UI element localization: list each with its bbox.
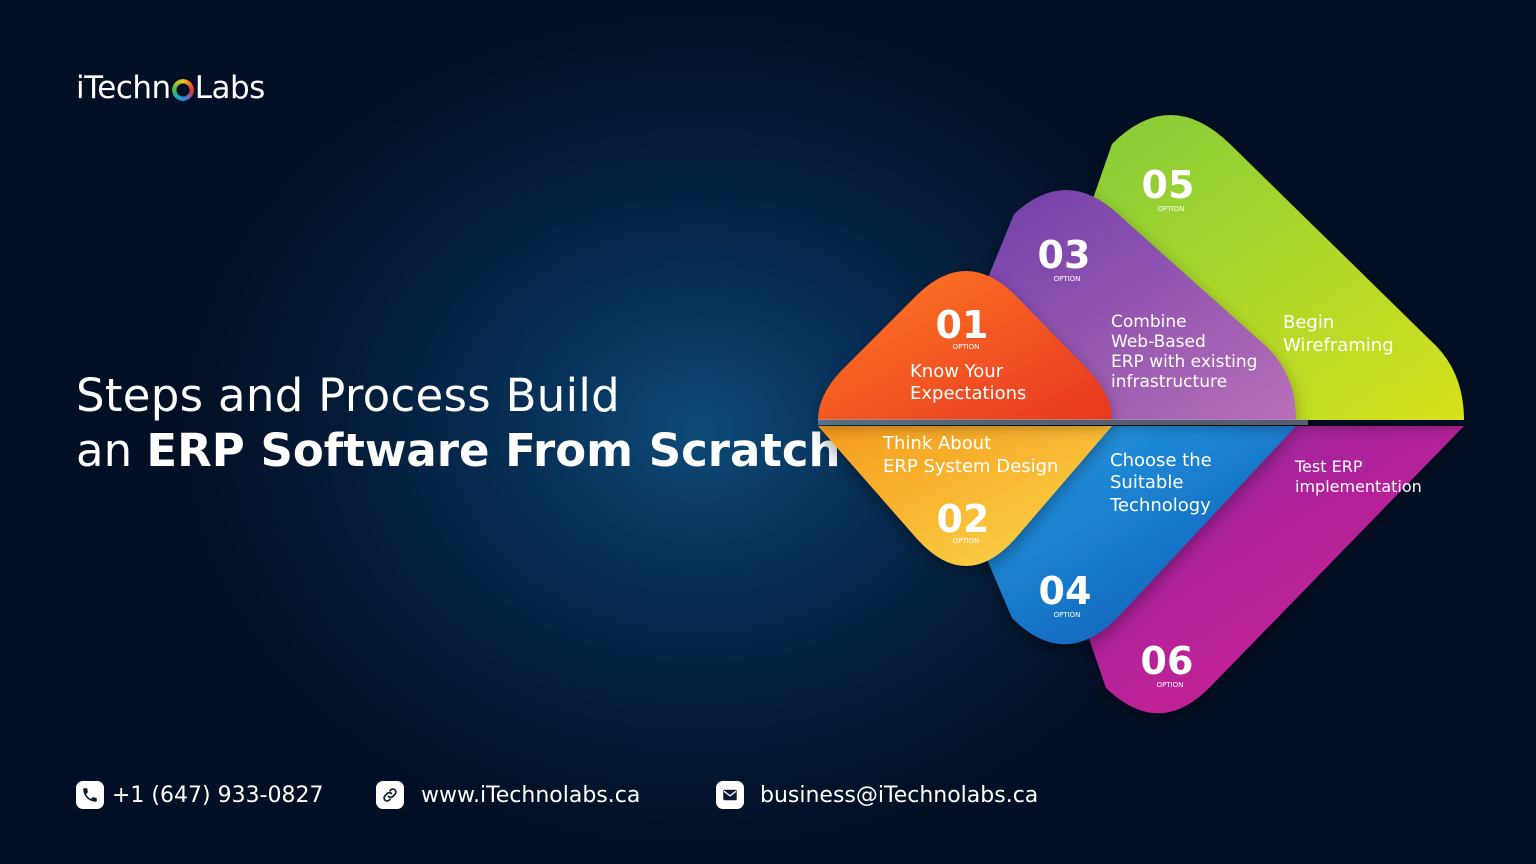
brand-prefix: iTechn (76, 70, 171, 106)
logo-ring-icon (171, 79, 194, 101)
title-line-2-bold: ERP Software From Scratch (146, 424, 841, 477)
step-03-line-3: ERP with existing (1111, 352, 1257, 372)
step-06-tag: OPTION (1157, 681, 1184, 689)
step-02-line-2: ERP System Design (883, 456, 1058, 477)
step-03-number: 03 (1038, 233, 1091, 277)
brand-suffix: Labs (194, 70, 266, 106)
step-02-shape (818, 426, 1112, 566)
email-address: business@iTechnolabs.ca (760, 782, 1039, 808)
phone-contact[interactable]: +1 (647) 933-0827 (76, 781, 324, 809)
phone-number: +1 (647) 933-0827 (112, 782, 324, 808)
title-line-1: Steps and Process Build (76, 369, 621, 422)
step-02-number: 02 (937, 497, 990, 541)
mail-icon (716, 781, 744, 809)
step-05-number: 05 (1142, 163, 1195, 207)
step-03-line-2: Web-Based (1111, 332, 1206, 352)
step-06-line-1: Test ERP (1294, 457, 1363, 476)
step-02-tag: OPTION (953, 537, 980, 545)
link-icon (376, 781, 404, 809)
website-contact[interactable]: www.iTechnolabs.ca (376, 781, 640, 809)
step-03-tag: OPTION (1054, 275, 1081, 283)
step-05-line-1: Begin (1283, 312, 1334, 333)
step-01-line-1: Know Your (910, 361, 1004, 382)
step-04-line-2: Suitable (1110, 472, 1183, 493)
step-03-line-4: infrastructure (1111, 372, 1227, 392)
step-01-number: 01 (936, 303, 989, 347)
process-diagram: 01 OPTION Know Your Expectations Think A… (818, 115, 1464, 714)
email-contact[interactable]: business@iTechnolabs.ca (716, 781, 1038, 809)
step-04-number: 04 (1039, 569, 1092, 613)
step-06-line-2: implementation (1295, 477, 1422, 496)
step-06-number: 06 (1141, 639, 1194, 683)
step-05-line-2: Wireframing (1283, 335, 1394, 356)
contact-bar: +1 (647) 933-0827 www.iTechnolabs.ca bus… (76, 781, 1176, 815)
phone-icon (76, 781, 104, 809)
step-04-line-3: Technology (1109, 495, 1211, 516)
step-01-line-2: Expectations (910, 383, 1026, 404)
page-title: Steps and Process Build an ERP Software … (76, 368, 841, 478)
center-divider (818, 419, 1308, 425)
step-05-tag: OPTION (1158, 205, 1185, 213)
website-url: www.iTechnolabs.ca (421, 782, 641, 808)
step-04-line-1: Choose the (1110, 450, 1212, 471)
step-02-line-1: Think About (882, 433, 991, 454)
step-04-tag: OPTION (1054, 611, 1081, 619)
brand-logo: iTechn Labs (76, 70, 265, 106)
step-03-line-1: Combine (1111, 312, 1187, 332)
title-line-2: an ERP Software From Scratch (76, 423, 841, 478)
step-01-tag: OPTION (953, 343, 980, 351)
step-01-shape (818, 271, 1112, 420)
title-line-2-plain: an (76, 424, 147, 477)
